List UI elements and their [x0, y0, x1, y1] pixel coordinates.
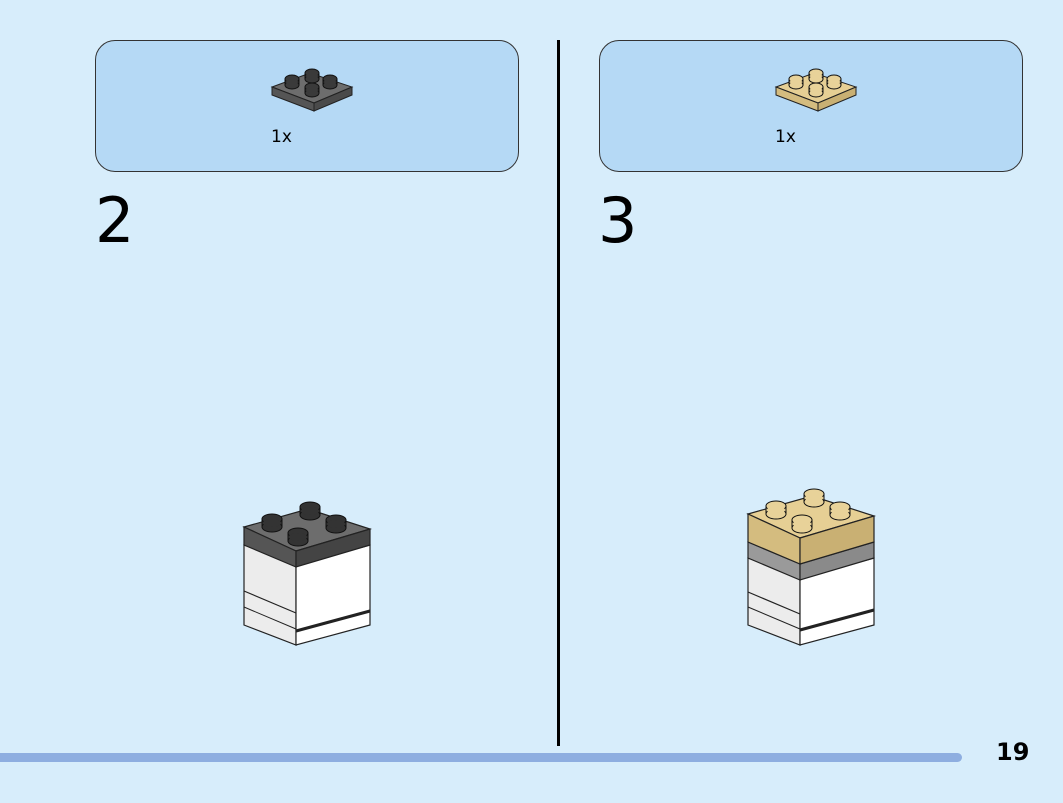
- page-number: 19: [996, 738, 1030, 766]
- part-quantity: 1x: [775, 127, 796, 147]
- step-number: 2: [95, 184, 135, 257]
- assembled-model-step-3: [746, 488, 877, 646]
- parts-callout-step-3: 1x: [599, 40, 1023, 172]
- assembled-model-step-2: [242, 501, 373, 646]
- page-progress-bar: [0, 753, 962, 762]
- step-number: 3: [598, 184, 638, 257]
- part-quantity: 1x: [271, 127, 292, 147]
- plate-2x2-dark-gray-icon: [270, 68, 354, 112]
- parts-callout-step-2: 1x: [95, 40, 519, 172]
- step-divider: [557, 40, 560, 746]
- plate-2x2-tan-icon: [774, 68, 858, 112]
